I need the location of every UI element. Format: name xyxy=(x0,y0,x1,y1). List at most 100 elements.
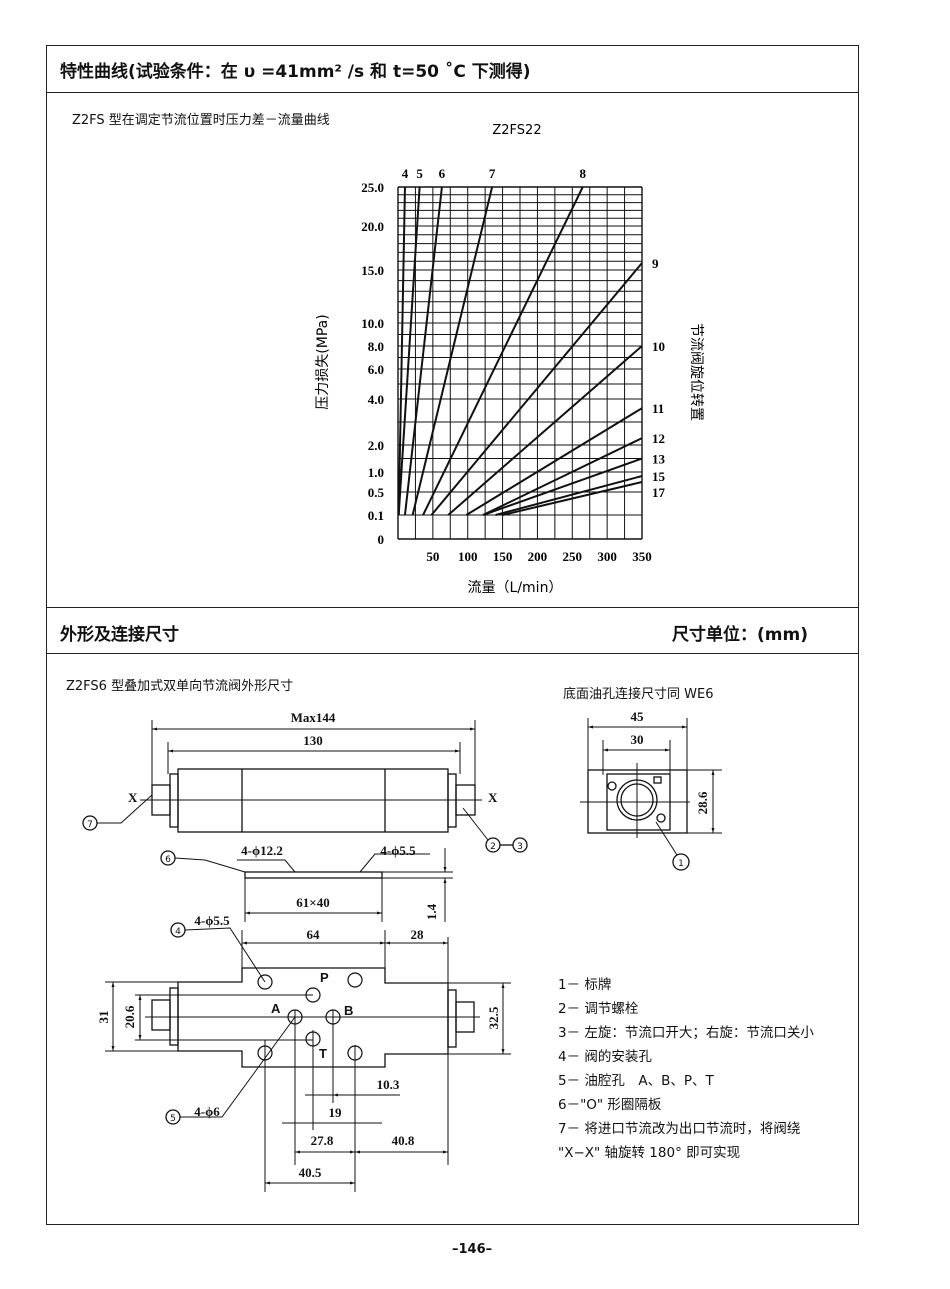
dim-plate: 61×40 xyxy=(296,895,329,910)
curve-position-7 xyxy=(411,186,494,516)
dim-30: 30 xyxy=(631,732,644,747)
axis-x-right: X xyxy=(488,790,498,805)
callout-5: 5 xyxy=(170,1114,176,1124)
dim-64: 64 xyxy=(307,927,321,942)
curve-position-8 xyxy=(422,186,584,516)
callout-2: 2 xyxy=(490,842,496,852)
chart-title: Z2FS22 xyxy=(492,123,541,138)
callout-7: 7 xyxy=(87,820,93,830)
curve-label: 12 xyxy=(652,431,665,446)
dim-hole55b: 4-ϕ5.5 xyxy=(194,913,230,928)
curve-position-4 xyxy=(397,186,406,516)
dim-hole12: 4-ϕ12.2 xyxy=(241,843,283,858)
dim-130: 130 xyxy=(303,733,323,748)
dim-40-8: 40.8 xyxy=(392,1133,415,1148)
curve-label: 17 xyxy=(652,485,666,500)
divider xyxy=(46,92,859,93)
curve-position-6 xyxy=(403,186,443,516)
right-axis-label: 节流阀旋位转置 xyxy=(688,323,704,421)
callout-1: 1 xyxy=(678,859,684,869)
port-b-label: B xyxy=(344,1003,353,1018)
curve-label: 8 xyxy=(579,166,586,181)
divider xyxy=(46,607,859,608)
curve-position-10 xyxy=(447,345,643,516)
x-tick-label: 100 xyxy=(458,549,478,564)
y-tick-label: 8.0 xyxy=(368,339,384,354)
curve-position-17 xyxy=(502,481,643,516)
curve-position-11 xyxy=(465,407,643,516)
y-tick-label: 15.0 xyxy=(361,263,384,278)
dim-28: 28 xyxy=(411,927,425,942)
divider xyxy=(46,653,859,654)
dim-32-5: 32.5 xyxy=(486,1006,501,1029)
port-t-label: T xyxy=(319,1046,327,1061)
drawing-caption: Z2FS6 型叠加式双单向节流阀外形尺寸 xyxy=(66,679,294,694)
chart-caption: Z2FS 型在调定节流位置时压力差－流量曲线 xyxy=(72,113,330,128)
x-tick-label: 150 xyxy=(493,549,513,564)
y-tick-label: 1.0 xyxy=(368,465,384,480)
legend-item: 1－ 标牌 xyxy=(558,977,612,993)
legend-item: 3－ 左旋：节流口开大；右旋：节流口关小 xyxy=(558,1025,814,1041)
curve-position-15 xyxy=(495,475,643,516)
callout-6: 6 xyxy=(165,855,171,865)
o-ring-plate-view xyxy=(160,848,453,922)
y-tick-label: 0.5 xyxy=(368,485,385,500)
x-tick-label: 250 xyxy=(563,549,583,564)
x-tick-label: 350 xyxy=(632,549,652,564)
dim-10-3: 10.3 xyxy=(377,1077,400,1092)
legend-item: "X−X" 轴旋转 180° 即可实现 xyxy=(558,1145,741,1161)
x-tick-label: 200 xyxy=(528,549,548,564)
dim-19: 19 xyxy=(329,1105,343,1120)
x-tick-label: 300 xyxy=(597,549,617,564)
section-title-curves: 特性曲线(试验条件：在 υ =41mm² /s 和 t=50 ˚C 下测得) xyxy=(60,62,531,82)
curve-label: 7 xyxy=(489,166,496,181)
port-a-label: A xyxy=(271,1001,281,1016)
valve-top-view xyxy=(82,720,528,853)
dim-1-4: 1.4 xyxy=(424,903,439,920)
legend-item: 6－"O" 形圈隔板 xyxy=(558,1097,662,1113)
unit-label: 尺寸单位：(mm) xyxy=(672,625,808,645)
legend-item: 5－ 油腔孔 A、B、P、T xyxy=(558,1073,714,1089)
y-tick-label: 0 xyxy=(378,532,385,547)
legend-item: 4－ 阀的安装孔 xyxy=(558,1049,652,1065)
callout-3: 3 xyxy=(517,842,523,852)
curve-position-12 xyxy=(482,437,643,516)
curve-label: 15 xyxy=(652,469,666,484)
curve-position-9 xyxy=(430,262,643,516)
page-number: –146– xyxy=(452,1242,493,1257)
y-tick-label: 20.0 xyxy=(361,219,384,234)
parts-legend: 1－ 标牌 2－ 调节螺栓 3－ 左旋：节流口开大；右旋：节流口关小 4－ 阀的… xyxy=(558,973,814,1165)
y-tick-label: 2.0 xyxy=(368,438,384,453)
dim-hole55a: 4-ϕ5.5 xyxy=(380,843,416,858)
legend-item: 7－ 将进口节流改为出口节流时，将阀绕 xyxy=(558,1121,801,1137)
curve-position-5 xyxy=(397,186,421,516)
y-tick-label: 0.1 xyxy=(368,508,384,523)
dim-27-8: 27.8 xyxy=(311,1133,334,1148)
dim-hole6: 4-ϕ6 xyxy=(194,1104,220,1119)
x-tick-label: 50 xyxy=(426,549,439,564)
valve-bottom-view xyxy=(105,922,511,1192)
curve-label: 5 xyxy=(416,166,423,181)
axis-x-left: X xyxy=(128,790,138,805)
y-axis-label: 压力损失(MPa) xyxy=(315,314,331,409)
curve-label: 4 xyxy=(402,166,409,181)
right-drawing-caption: 底面油孔连接尺寸同 WE6 xyxy=(563,687,714,702)
page-frame xyxy=(46,45,859,1225)
y-tick-label: 6.0 xyxy=(368,362,384,377)
dim-45: 45 xyxy=(631,709,645,724)
dim-40-5: 40.5 xyxy=(299,1165,322,1180)
y-tick-label: 4.0 xyxy=(368,392,384,407)
curve-label: 13 xyxy=(652,452,666,467)
dim-28-6: 28.6 xyxy=(695,791,710,814)
curve-label: 11 xyxy=(652,401,664,416)
curve-label: 10 xyxy=(652,339,665,354)
curve-position-13 xyxy=(482,457,643,516)
dim-20-6: 20.6 xyxy=(122,1005,137,1028)
section-title-dimensions: 外形及连接尺寸 xyxy=(60,625,179,645)
callout-4: 4 xyxy=(175,927,181,937)
port-p-label: P xyxy=(320,970,329,985)
dim-max144: Max144 xyxy=(291,710,336,725)
curve-label: 9 xyxy=(652,256,659,271)
